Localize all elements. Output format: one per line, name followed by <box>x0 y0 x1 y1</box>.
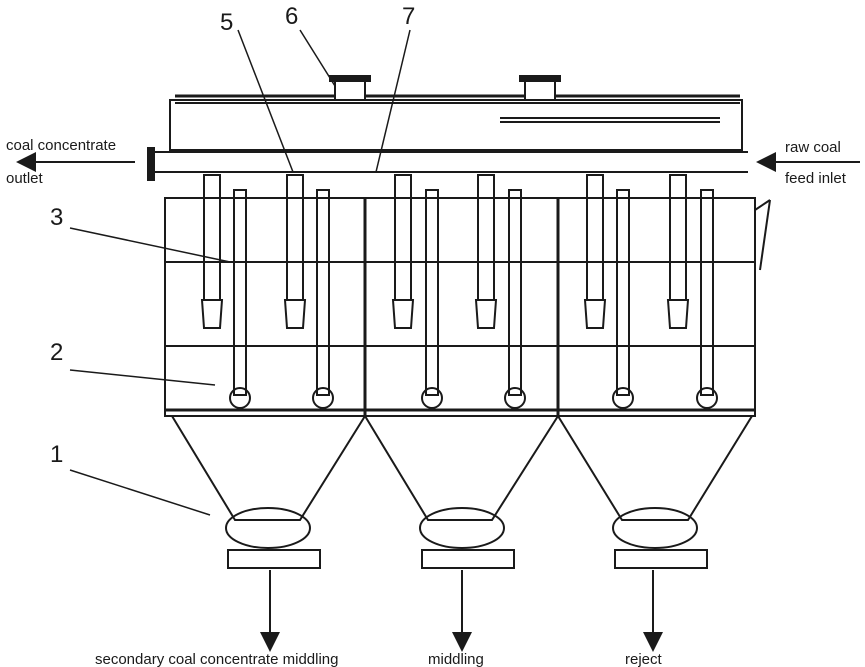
rod-column <box>616 189 630 396</box>
hoppers <box>170 415 754 521</box>
main-pipe <box>147 147 748 181</box>
rod-wheel <box>612 387 634 409</box>
valve-column <box>586 174 604 301</box>
valve-column-base <box>583 299 607 329</box>
left-label-line2: outlet <box>6 170 44 187</box>
right-label-line1: raw coal <box>785 139 841 156</box>
rod-column <box>508 189 522 396</box>
bottom-label-3: reject <box>625 651 663 667</box>
valve-column-base <box>666 299 690 329</box>
bottom-label-1: secondary coal concentrate middling <box>95 651 338 667</box>
rod-wheel <box>696 387 718 409</box>
rod-column <box>316 189 330 396</box>
valve-column-base <box>283 299 307 329</box>
top-manifold <box>169 75 743 151</box>
valve-column <box>394 174 412 301</box>
left-label-line1: coal concentrate <box>6 137 116 154</box>
rod-column <box>425 189 439 396</box>
rod-wheel <box>312 387 334 409</box>
rod-wheel <box>229 387 251 409</box>
valve-column <box>286 174 304 301</box>
rod-wheel <box>421 387 443 409</box>
callout-5: 5 <box>220 9 233 36</box>
callout-2: 2 <box>50 339 63 366</box>
tank-body <box>164 197 771 417</box>
valve-column <box>477 174 495 301</box>
valve-column-base <box>474 299 498 329</box>
rod-column <box>700 189 714 396</box>
callout-3: 3 <box>50 204 63 231</box>
callout-1: 1 <box>50 441 63 468</box>
valve-column-base <box>200 299 224 329</box>
output-arrows <box>16 152 860 652</box>
callout-6: 6 <box>285 3 298 30</box>
valve-column <box>669 174 687 301</box>
callout-7: 7 <box>402 3 415 30</box>
right-label-line2: feed inlet <box>785 170 847 187</box>
valve-column <box>203 174 221 301</box>
rod-wheel <box>504 387 526 409</box>
drive-units <box>225 507 708 569</box>
air-valve-columns <box>200 174 718 409</box>
bottom-label-2: middling <box>428 651 484 667</box>
rod-column <box>233 189 247 396</box>
callout-leaders <box>69 29 411 516</box>
valve-column-base <box>391 299 415 329</box>
